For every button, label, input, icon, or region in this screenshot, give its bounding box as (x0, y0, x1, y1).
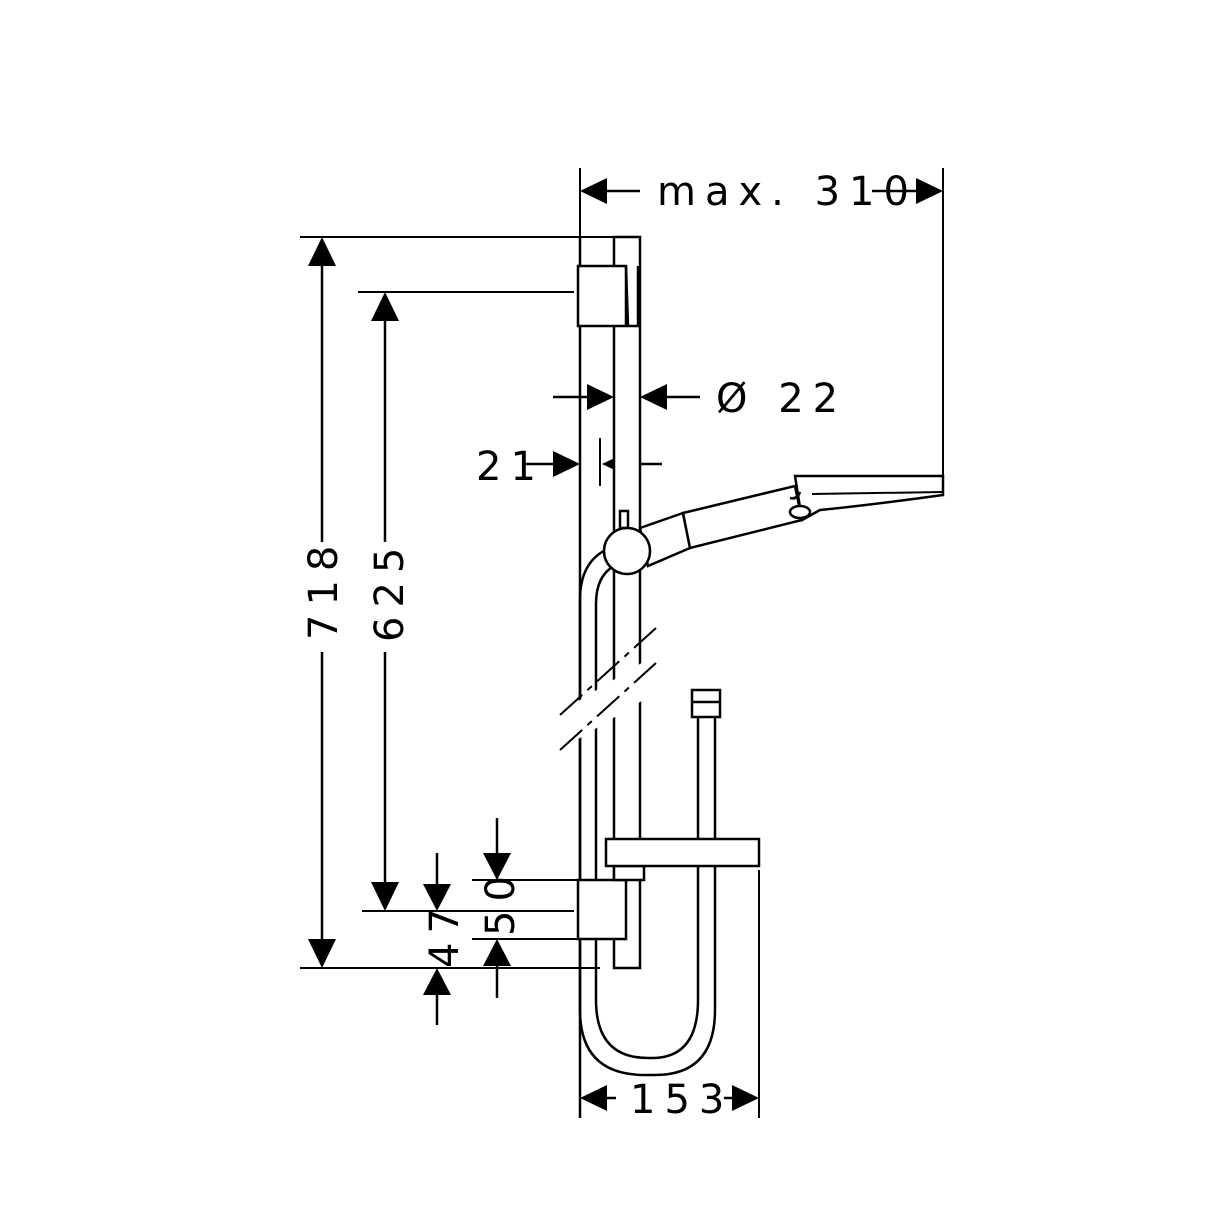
dimension-diameter-22: Ø 22 (553, 376, 847, 422)
lower-wall-bracket (576, 864, 646, 941)
dim-label-718: 718 (301, 537, 347, 640)
dim-label-50: 50 (478, 867, 524, 936)
dim-label-max-310: max. 310 (657, 169, 918, 215)
dimension-625: 625 (358, 291, 574, 912)
dimension-47: 47 (422, 853, 468, 1025)
hose-connector (690, 688, 722, 719)
dimension-50: 50 (472, 818, 580, 998)
dim-label-47: 47 (422, 899, 468, 968)
dimension-718: 718 (300, 236, 614, 969)
slide-rail (612, 235, 642, 970)
dimension-max-310: max. 310 (579, 168, 944, 488)
dim-label-153: 153 (630, 1077, 733, 1123)
shower-slider (602, 509, 652, 576)
dim-label-21: 21 (476, 444, 545, 490)
dimension-153: 153 (579, 870, 760, 1123)
upper-wall-bracket (576, 264, 640, 328)
dim-label-diameter-22: Ø 22 (716, 376, 847, 422)
dim-label-625: 625 (367, 539, 413, 642)
break-symbol (555, 627, 660, 753)
dimension-21: 21 (476, 438, 662, 490)
soap-dish (604, 837, 761, 868)
hand-shower (638, 474, 945, 568)
shower-hose (578, 546, 717, 1077)
